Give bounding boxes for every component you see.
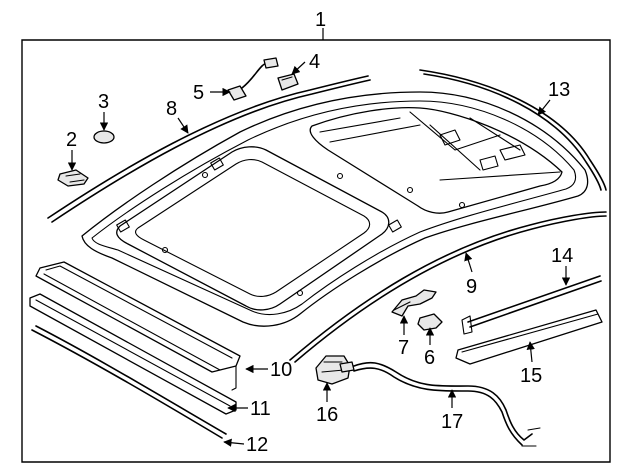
sunroof-opening	[116, 146, 390, 311]
seal-part-12	[31, 325, 227, 439]
roof-molding-right	[289, 211, 607, 361]
rail-part-10	[35, 261, 241, 391]
clip-part-3	[93, 130, 115, 144]
roof-molding-rear	[419, 69, 607, 191]
callout-4: 4	[309, 51, 320, 73]
callout-14: 14	[551, 245, 573, 267]
callout-1: 1	[315, 9, 326, 31]
callout-16: 16	[316, 404, 338, 426]
wire-harness-part-5	[227, 57, 279, 101]
connector-part-4	[277, 73, 299, 91]
drain-hose-part-17	[353, 361, 541, 447]
callout-9-leader	[464, 252, 473, 273]
callout-15-leader	[526, 341, 535, 363]
trim-strip-part-14	[461, 275, 602, 335]
seal-part-11	[29, 293, 237, 415]
callout-6: 6	[424, 347, 435, 369]
clip-part-6	[417, 313, 443, 331]
callout-5: 5	[193, 82, 204, 104]
callout-12-leader	[223, 438, 245, 447]
roof-panel	[81, 91, 589, 327]
roof-molding-left	[47, 75, 369, 219]
bracket-part-7	[391, 289, 437, 317]
callout-17: 17	[441, 411, 463, 433]
callout-13-leader	[537, 99, 551, 116]
callout-9: 9	[466, 276, 477, 298]
callout-2: 2	[66, 129, 77, 151]
callout-8: 8	[166, 98, 177, 120]
motor-part-16	[315, 355, 355, 385]
bracket-part-2	[57, 169, 89, 187]
callout-10: 10	[270, 359, 292, 381]
callout-15: 15	[520, 365, 542, 387]
callout-4-leader	[291, 61, 306, 75]
callout-7: 7	[398, 337, 409, 359]
callout-11: 11	[250, 398, 271, 420]
callout-3: 3	[98, 91, 109, 113]
callout-13: 13	[548, 79, 570, 101]
assembly-frame	[21, 39, 611, 463]
callout-12: 12	[246, 434, 268, 456]
callout-8-leader	[177, 117, 189, 134]
